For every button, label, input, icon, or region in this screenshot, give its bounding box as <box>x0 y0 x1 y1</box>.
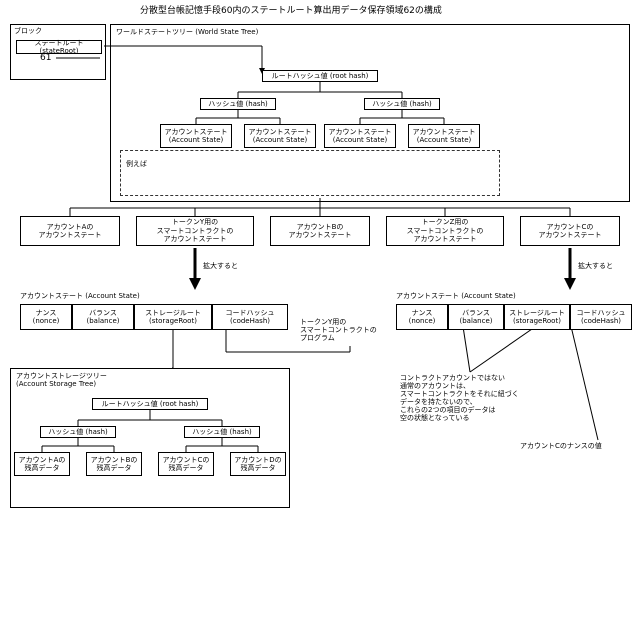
as-c-nonce: ナンス (nonce) <box>396 304 448 330</box>
block-label: ブロック <box>14 27 42 35</box>
storage-tree-label: アカウントストレージツリー (Account Storage Tree) <box>16 372 107 388</box>
token-y-program-label: トークンY用の スマートコントラクトの プログラム <box>300 318 377 342</box>
example-dash-frame <box>120 150 500 196</box>
ref-numeral-61: 61 <box>40 54 51 62</box>
wst-account-state-3: アカウントステート (Account State) <box>324 124 396 148</box>
expand-label-c: 拡大すると <box>578 262 613 270</box>
token-z-account-state: トークンZ用の スマートコントラクトの アカウントステート <box>386 216 504 246</box>
st-balance-a: アカウントAの 残高データ <box>14 452 70 476</box>
as-token-y-code-hash: コードハッシュ (codeHash) <box>212 304 288 330</box>
expand-arrowhead-y <box>189 278 201 290</box>
expand-arrowhead-c <box>564 278 576 290</box>
wst-account-state-4: アカウントステート (Account State) <box>408 124 480 148</box>
st-hash-left: ハッシュ値 (hash) <box>40 426 116 438</box>
as-token-y-balance: バランス (balance) <box>72 304 134 330</box>
as-token-y-storage-root: ストレージルート (storageRoot) <box>134 304 212 330</box>
st-balance-c: アカウントCの 残高データ <box>158 452 214 476</box>
expand-label-y: 拡大すると <box>203 262 238 270</box>
as-token-y-nonce: ナンス (nonce) <box>20 304 72 330</box>
st-balance-d: アカウントDの 残高データ <box>230 452 286 476</box>
for-example-label: 例えば <box>126 160 147 168</box>
st-balance-b: アカウントBの 残高データ <box>86 452 142 476</box>
figure-title: 分散型台帳記憶手段60内のステートルート算出用データ保存領域62の構成 <box>140 6 442 16</box>
wst-account-state-2: アカウントステート (Account State) <box>244 124 316 148</box>
storage-tree-frame <box>10 368 290 508</box>
world-state-tree-label: ワールドステートツリー (World State Tree) <box>116 28 258 36</box>
wst-account-state-1: アカウントステート (Account State) <box>160 124 232 148</box>
token-y-account-state: トークンY用の スマートコントラクトの アカウントステート <box>136 216 254 246</box>
account-b-state: アカウントBの アカウントステート <box>270 216 370 246</box>
as-c-balance: バランス (balance) <box>448 304 504 330</box>
as-token-y-label: アカウントステート (Account State) <box>20 292 140 300</box>
account-c-state: アカウントCの アカウントステート <box>520 216 620 246</box>
as-c-storage-root: ストレージルート (storageRoot) <box>504 304 570 330</box>
wst-hash-left: ハッシュ値 (hash) <box>200 98 276 110</box>
st-root-hash: ルートハッシュ値 (root hash) <box>92 398 208 410</box>
state-root-box: ステートルート (stateRoot) <box>16 40 102 54</box>
account-a-state: アカウントAの アカウントステート <box>20 216 120 246</box>
st-hash-right: ハッシュ値 (hash) <box>184 426 260 438</box>
nonce-leader <box>570 322 598 440</box>
nonce-of-c-note: アカウントCのナンスの値 <box>520 442 602 450</box>
wst-root-hash: ルートハッシュ値 (root hash) <box>262 70 378 82</box>
as-c-label: アカウントステート (Account State) <box>396 292 516 300</box>
wst-hash-right: ハッシュ値 (hash) <box>364 98 440 110</box>
non-contract-note: コントラクトアカウントではない 通常のアカウントは、 スマートコントラクトをそれ… <box>400 374 519 422</box>
as-c-code-hash: コードハッシュ (codeHash) <box>570 304 632 330</box>
